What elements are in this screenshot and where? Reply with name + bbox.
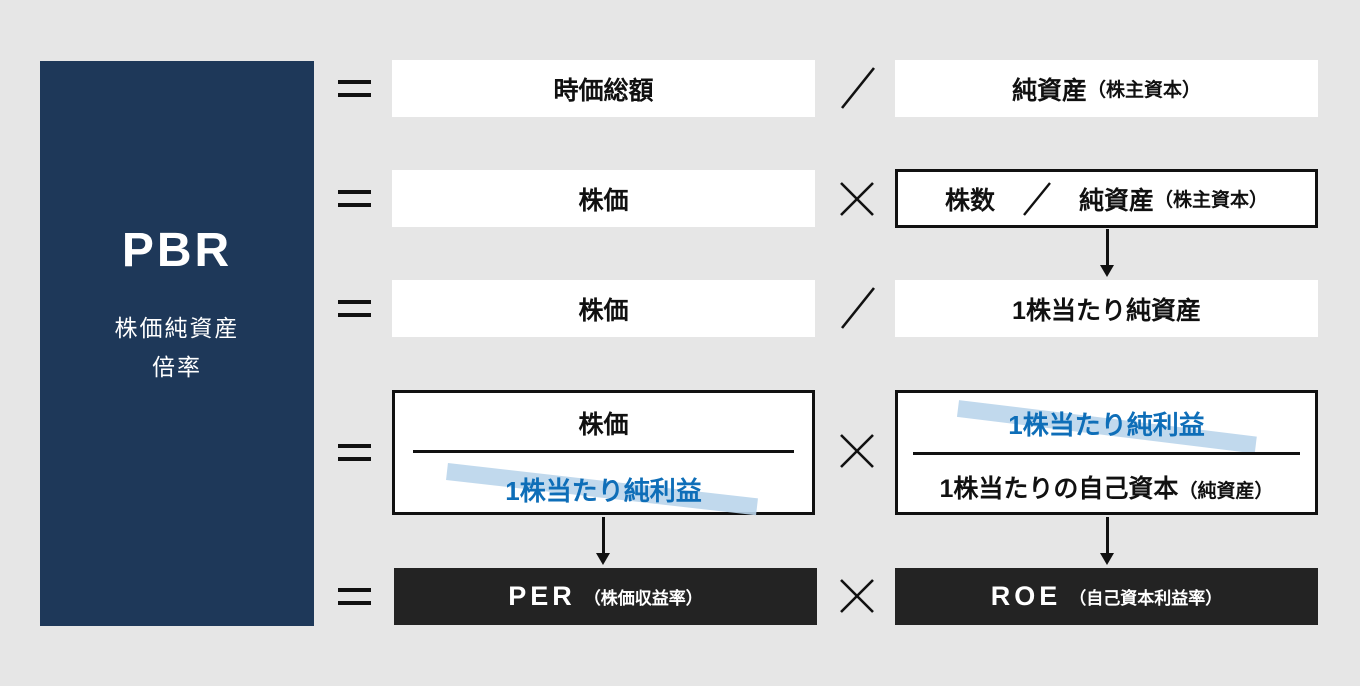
eps-over-equity-box: 1株当たり純利益 1株当たりの自己資本（純資産） <box>895 390 1318 515</box>
net-assets-paren: （株主資本） <box>1087 80 1202 101</box>
pbr-panel: PBR 株価純資産 倍率 <box>40 61 314 626</box>
equity-per-share-paren: （純資産） <box>1178 481 1274 502</box>
divide-icon <box>1023 181 1051 216</box>
equals-icon <box>338 190 371 207</box>
divide-icon <box>840 67 876 109</box>
equity-per-share-main: 1株当たりの自己資本 <box>939 475 1179 503</box>
shares-over-net-assets-box: 株数 純資産 （株主資本） <box>895 169 1318 228</box>
equals-icon <box>338 80 371 97</box>
equals-icon <box>338 300 371 317</box>
price-over-eps-box: 株価 1株当たり純利益 <box>392 390 815 516</box>
pbr-subtitle-line1: 株価純資産 <box>114 315 240 341</box>
stock-price-label: 株価 <box>578 186 629 215</box>
net-assets-paren: （株主資本） <box>1154 190 1269 211</box>
stock-price-box: 株価 <box>392 170 815 227</box>
equals-icon <box>338 588 371 605</box>
per-box: PER （株価収益率） <box>394 568 817 625</box>
roe-paren: （自己資本利益率） <box>1069 589 1223 608</box>
share-count-label: 株数 <box>944 186 995 215</box>
per-paren: （株価収益率） <box>583 589 703 608</box>
net-assets-label: 純資産 <box>1078 186 1154 215</box>
eps-label: 1株当たり純利益 <box>1008 410 1205 440</box>
stock-price-label: 株価 <box>578 411 629 439</box>
arrow-down-icon <box>596 517 610 565</box>
per-label: PER <box>508 581 576 611</box>
multiply-icon <box>840 579 874 613</box>
arrow-down-icon <box>1100 229 1114 277</box>
eps-label: 1株当たり純利益 <box>505 476 702 506</box>
stock-price-box: 株価 <box>392 280 815 337</box>
multiply-icon <box>840 182 874 216</box>
net-assets-label: 純資産 <box>1011 76 1087 105</box>
pbr-title: PBR <box>121 224 233 277</box>
roe-box: ROE （自己資本利益率） <box>895 568 1318 625</box>
net-assets-box: 純資産 （株主資本） <box>895 60 1318 117</box>
equity-per-share-label: 1株当たりの自己資本（純資産） <box>898 469 1315 505</box>
market-cap-label: 時価総額 <box>553 76 654 105</box>
multiply-icon <box>840 434 874 468</box>
fraction-line <box>913 452 1300 455</box>
pbr-subtitle-line2: 倍率 <box>152 354 202 380</box>
equals-icon <box>338 444 371 461</box>
fraction-line <box>413 450 794 453</box>
stock-price-label: 株価 <box>578 296 629 325</box>
bps-label: 1株当たり純資産 <box>1012 296 1201 325</box>
bps-box: 1株当たり純資産 <box>895 280 1318 337</box>
divide-icon <box>840 287 876 329</box>
arrow-down-icon <box>1100 517 1114 565</box>
roe-label: ROE <box>990 581 1062 611</box>
market-cap-box: 時価総額 <box>392 60 815 117</box>
